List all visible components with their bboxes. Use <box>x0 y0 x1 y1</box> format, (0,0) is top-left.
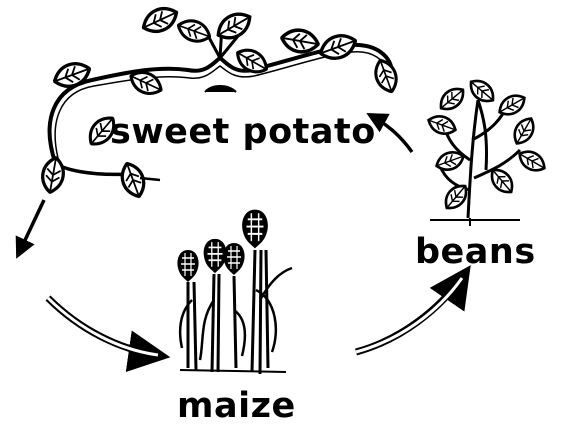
bean-plant-icon <box>426 75 549 226</box>
arrow-icon <box>370 115 412 152</box>
arrow-icon <box>18 200 44 255</box>
arrow-icon <box>356 272 466 352</box>
maize-plant-icon <box>177 210 292 374</box>
sweet-potato-label: sweet potato <box>110 112 376 152</box>
arrow-icon <box>48 298 162 356</box>
beans-label: beans <box>415 232 536 272</box>
maize-label: maize <box>177 386 296 426</box>
sweet-potato-vine-icon <box>40 3 401 200</box>
